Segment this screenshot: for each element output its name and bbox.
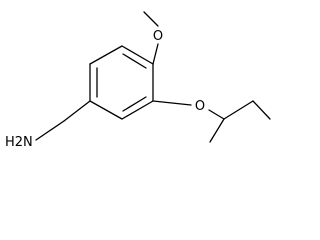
methoxy-oxygen-label: O [153, 29, 163, 44]
benzylic-bond [63, 100, 91, 122]
methyl-branch-bond [209, 118, 225, 143]
ring-bond [121, 100, 154, 120]
ethyl-bond [223, 100, 254, 120]
ring-double-bond [122, 53, 147, 69]
molecule-structure: O O H2N [5, 11, 271, 150]
ether-carbon-bond [208, 109, 225, 120]
ring-bond [89, 45, 123, 65]
amine-bond [35, 120, 65, 141]
ring-bond [89, 100, 123, 120]
ether-oxygen-label: O [195, 99, 205, 114]
ring-bond [121, 45, 154, 65]
methoxy-bond [152, 43, 159, 65]
ring-double-bond [122, 96, 147, 112]
methyl-bond [143, 11, 159, 27]
ether-bond [152, 100, 192, 106]
ethyl-terminal-bond [252, 100, 271, 120]
amine-label: H2N [5, 135, 33, 150]
